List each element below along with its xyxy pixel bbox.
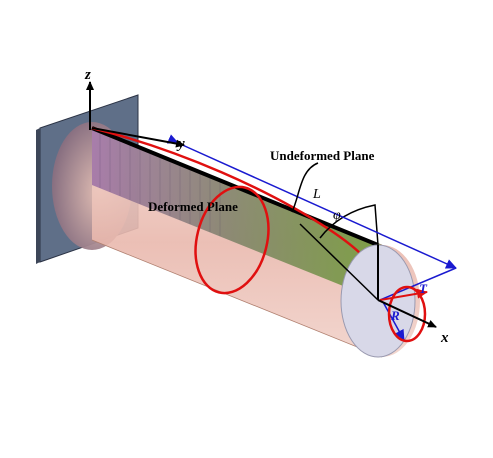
- y-axis: [91, 127, 185, 148]
- length-dimension: [166, 134, 457, 301]
- z-axis-label: z: [84, 67, 91, 83]
- torque-label: T: [419, 281, 428, 296]
- length-label: L: [312, 187, 321, 202]
- twist-angle-label: φ: [333, 208, 341, 223]
- x-axis-label: x: [440, 330, 449, 346]
- undeformed-leader: [291, 162, 319, 213]
- radius-arrow: [382, 301, 405, 341]
- x-axis: [377, 299, 437, 328]
- y-axis-label: y: [176, 136, 185, 152]
- deformed-plane-label: Deformed Plane: [148, 199, 238, 214]
- undeformed-plane-label: Undeformed Plane: [270, 148, 375, 163]
- radius-label: R: [390, 308, 400, 323]
- torque-arrow: [379, 288, 428, 301]
- torque-circle: [387, 285, 427, 343]
